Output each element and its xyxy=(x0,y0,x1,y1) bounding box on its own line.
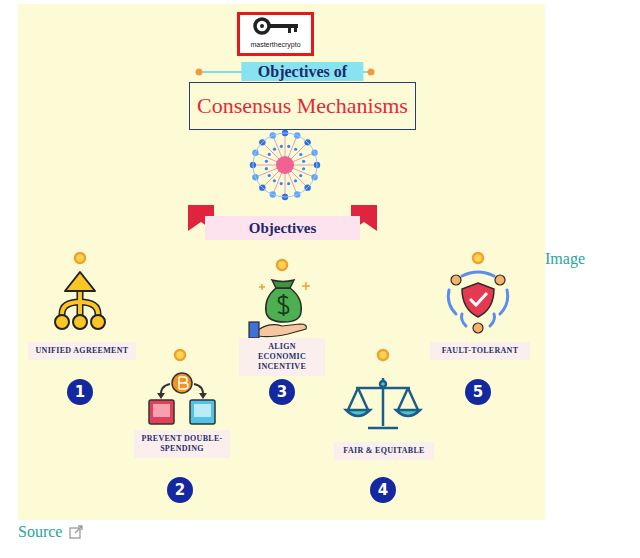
node-text: ALIGN ECONOMIC INCENTIVE xyxy=(244,342,320,372)
node-text: FAULT-TOLERANT xyxy=(435,346,525,356)
callout-number: 2 xyxy=(167,477,193,503)
node-text: PREVENT DOUBLE-SPENDING xyxy=(139,434,225,454)
external-link-icon xyxy=(70,526,82,538)
logo-box: masterthecrypto xyxy=(237,12,314,56)
objectives-band: Objectives xyxy=(205,216,360,240)
objective-label: FAULT-TOLERANT xyxy=(430,342,530,360)
money-bag-icon xyxy=(249,280,310,338)
callout-number: 1 xyxy=(67,379,93,405)
key-icon xyxy=(255,19,298,33)
node-text: UNIFIED AGREEMENT xyxy=(33,346,132,356)
objective-label: UNIFIED AGREEMENT xyxy=(28,342,137,360)
source-link: Source xyxy=(18,523,62,541)
double-spend-icon xyxy=(149,373,215,424)
objective-label: FAIR & EQUITABLE xyxy=(334,442,434,460)
callout-number: 4 xyxy=(370,477,396,503)
title-box: Objectives ofConsensus Mechanisms xyxy=(189,82,416,130)
callout-number: 3 xyxy=(269,379,295,405)
objective-label: ALIGN ECONOMIC INCENTIVE xyxy=(239,338,325,376)
objective-label: PREVENT DOUBLE-SPENDING xyxy=(134,430,230,458)
node-text: FAIR & EQUITABLE xyxy=(339,446,429,456)
number-circles xyxy=(67,379,491,503)
image-link: Image xyxy=(545,250,585,268)
callout-number: 5 xyxy=(465,379,491,405)
node-text: Consensus Mechanisms xyxy=(197,93,408,119)
network-icon xyxy=(250,130,320,200)
heading-ribbon: Objectives of xyxy=(242,62,363,81)
shield-people-icon xyxy=(448,272,507,333)
merge-arrow-icon xyxy=(55,272,105,329)
node-text: Objectives xyxy=(205,216,360,240)
node-text: masterthecrypto xyxy=(240,41,311,48)
scales-icon xyxy=(346,378,420,428)
panel xyxy=(18,4,545,520)
